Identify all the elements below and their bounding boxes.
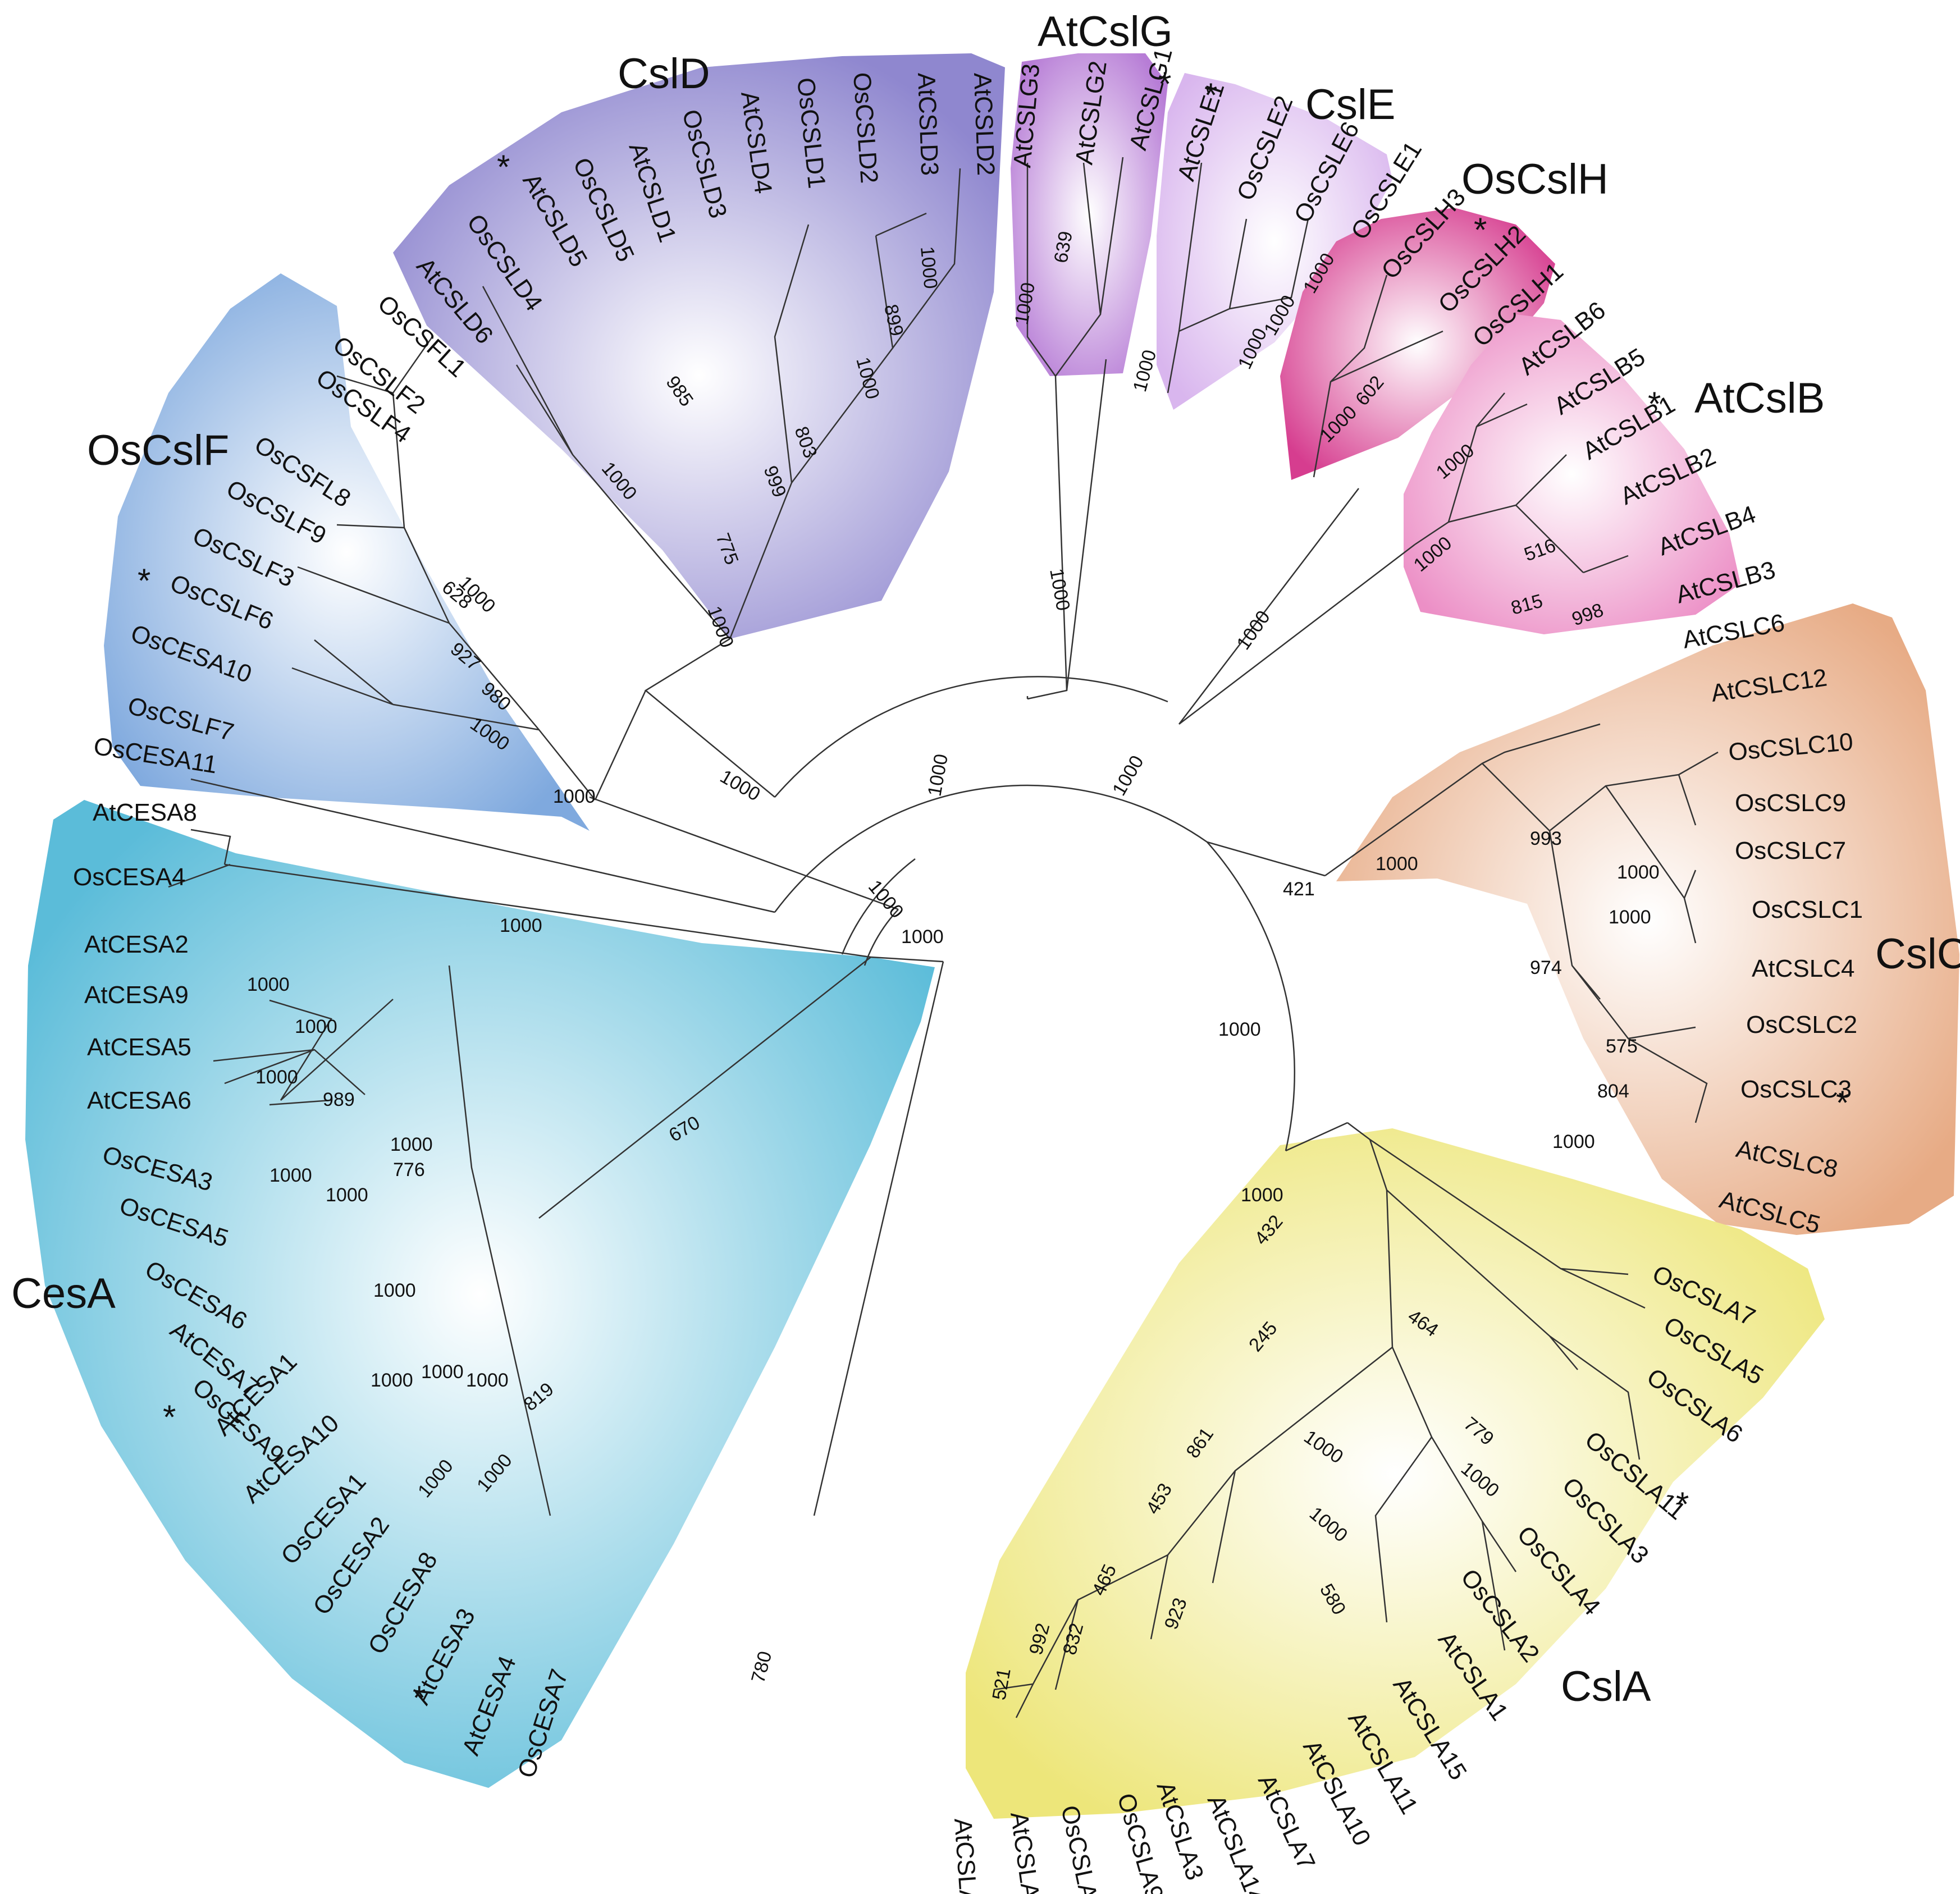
clade-label-cslc: CslC [1875, 930, 1960, 978]
leaf-label: OsCSLA1 [1056, 1803, 1105, 1894]
asterisk-marker: * [1474, 211, 1487, 249]
clade-label-csle: CslE [1305, 81, 1395, 129]
bootstrap-value: 1000 [269, 1165, 312, 1186]
branch-arc-top [774, 676, 1168, 798]
clade-label-atcslg: AtCslG [1038, 8, 1173, 56]
leaf-label: OsCSLC7 [1735, 837, 1846, 864]
bootstrap-value: 1000 [1108, 752, 1148, 799]
bootstrap-value: 1000 [373, 1280, 416, 1301]
clade-region-cslc [1336, 603, 1959, 1235]
bootstrap-value: 1000 [326, 1184, 368, 1206]
clade-region-csld [393, 53, 1005, 639]
bootstrap-value: 1000 [1241, 1184, 1283, 1206]
clade-region-csla [966, 1128, 1825, 1819]
bootstrap-value: 421 [1283, 879, 1315, 900]
leaf-label: OsCSLC3 [1740, 1076, 1852, 1103]
leaf-label: AtCESA9 [84, 981, 189, 1009]
bootstrap-value: 1000 [466, 1370, 509, 1391]
bootstrap-value: 1000 [901, 926, 944, 948]
branch-to-cslf-csld [644, 638, 775, 798]
leaf-label: AtCESA8 [93, 799, 197, 826]
leaf-label: AtCESA6 [87, 1087, 191, 1114]
bootstrap-value: 1000 [716, 766, 764, 806]
leaf-label: AtCSLA14 [1202, 1791, 1271, 1894]
branch-to-g-e [1026, 359, 1107, 700]
asterisk-marker: * [1158, 65, 1171, 103]
clade-region-oscslf [104, 273, 590, 831]
leaf-label: OsCSLC1 [1752, 896, 1863, 923]
branch-to-cesa [870, 956, 944, 963]
leaf-label: AtCESA5 [87, 1033, 191, 1061]
asterisk-marker: * [413, 1679, 426, 1717]
bootstrap-value: 776 [393, 1159, 425, 1181]
bootstrap-value: 1000 [1129, 347, 1161, 394]
branch-to-cslc [1207, 841, 1326, 877]
clade-region-csle [1157, 73, 1392, 410]
branch-arc-right [1207, 841, 1296, 1151]
bootstrap-value: 1000 [1218, 1019, 1261, 1040]
leaf-label: OsCSLC2 [1746, 1011, 1857, 1039]
leaf-label: AtCSLC4 [1752, 955, 1854, 982]
bootstrap-value: 1000 [916, 245, 941, 290]
asterisk-marker: * [497, 148, 510, 186]
leaf-label: AtCSLD3 [912, 72, 943, 176]
leaf-label: AtCESA2 [84, 931, 189, 958]
tree-branches [168, 157, 1719, 1718]
leaf-label: OsCSLC9 [1735, 789, 1846, 817]
bootstrap-value: 1000 [1552, 1131, 1595, 1152]
asterisk-marker: * [1204, 76, 1217, 114]
bootstrap-value: 1000 [1609, 907, 1651, 928]
clade-region-atcslb [1404, 314, 1740, 634]
bootstrap-value: 575 [1606, 1036, 1638, 1057]
bootstrap-value: 1000 [371, 1370, 413, 1391]
bootstrap-value: 1000 [255, 1067, 298, 1088]
bootstrap-value: 1000 [295, 1016, 337, 1037]
branch-to-csla [1285, 1122, 1348, 1152]
bootstrap-value: 1000 [1045, 567, 1074, 612]
clade-region-cesa [25, 800, 935, 1788]
branch-to-h-b [1178, 488, 1415, 725]
branch-root-arc [774, 784, 1208, 913]
asterisk-marker: * [1836, 1084, 1849, 1122]
leaf-label: OsCESA4 [73, 863, 186, 891]
leaf-label: AtCSLA2 [949, 1817, 984, 1894]
bootstrap-value: 1000 [421, 1361, 464, 1383]
leaf-label: AtCSLA9 [1005, 1810, 1047, 1894]
clade-region-oscslh [1280, 208, 1555, 480]
branch-arc-inner [841, 858, 916, 955]
asterisk-marker: * [138, 562, 150, 600]
branch-to-oscesa11 [190, 778, 775, 913]
bootstrap-value: 1000 [1376, 853, 1418, 875]
bootstrap-value: 780 [747, 1649, 776, 1685]
clade-label-atcslb: AtCslB [1694, 374, 1825, 422]
clade-label-oscslf: OsCslF [87, 427, 229, 474]
bootstrap-value: 1000 [390, 1134, 433, 1155]
clade-label-csld: CslD [618, 50, 710, 98]
branch-to-cslf [594, 690, 647, 800]
asterisk-marker: * [1648, 385, 1661, 423]
bootstrap-value: 1000 [924, 752, 952, 798]
asterisk-marker: * [163, 1398, 176, 1436]
bootstrap-value: 1000 [1617, 862, 1660, 883]
asterisk-marker: * [1676, 1485, 1689, 1523]
bootstrap-value: 974 [1530, 957, 1562, 978]
bootstrap-value: 1000 [553, 786, 596, 807]
clade-label-oscslh: OsCslH [1461, 155, 1609, 203]
bootstrap-value: 804 [1597, 1081, 1629, 1102]
bootstrap-value: 993 [1530, 828, 1562, 849]
clade-label-cesa: CesA [11, 1270, 116, 1317]
leaf-label: AtCSLD2 [968, 72, 999, 176]
bootstrap-value: 1000 [500, 915, 542, 936]
bootstrap-value: 1000 [247, 974, 290, 995]
asterisk-markers: * * * * * * * * * * [138, 65, 1849, 1717]
clade-label-csla: CslA [1561, 1663, 1651, 1710]
bootstrap-value: 989 [323, 1089, 355, 1110]
